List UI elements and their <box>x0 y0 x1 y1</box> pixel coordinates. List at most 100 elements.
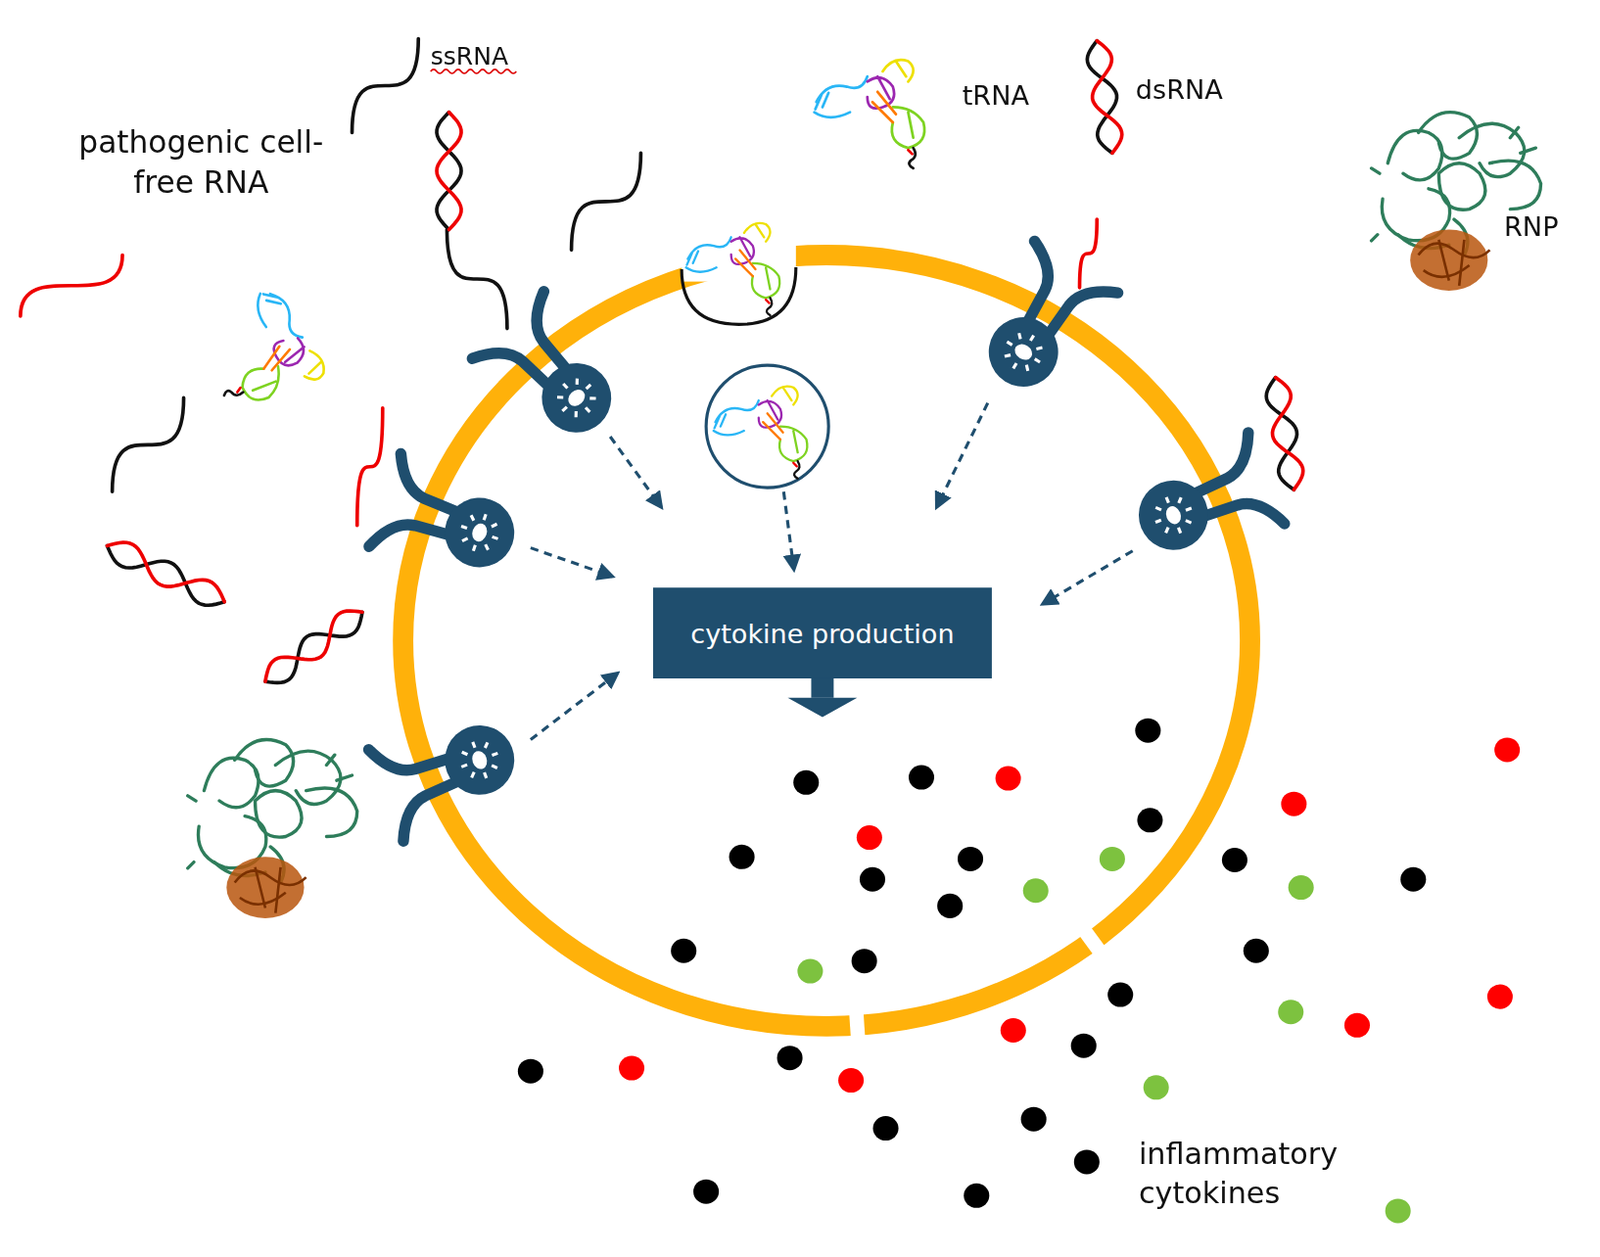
signal-ray <box>1185 508 1192 511</box>
cytokine <box>1280 792 1307 817</box>
rna-ribbon <box>1418 112 1478 160</box>
signal-ray <box>1013 363 1017 369</box>
membrane-gap <box>1081 926 1103 956</box>
cytokine <box>1136 807 1163 833</box>
protein <box>226 856 304 919</box>
signal-ray <box>1035 359 1040 363</box>
text-label: ssRNA <box>430 41 509 74</box>
cytokine <box>729 845 755 870</box>
rna-ribbon <box>188 754 353 869</box>
cytokine <box>797 959 823 985</box>
trna-stem <box>223 388 244 398</box>
text-label: RNP <box>1504 210 1558 245</box>
signal-ray <box>1155 519 1162 522</box>
text-label: inflammatory cytokines <box>1138 1135 1405 1214</box>
text-label: dsRNA <box>1135 73 1224 108</box>
cytokine <box>1288 875 1315 900</box>
dsrna-strand <box>106 542 225 603</box>
ssrna-strand <box>352 39 420 134</box>
cytokine <box>963 1183 989 1209</box>
dsrna-strand <box>436 112 462 231</box>
protein-fold <box>255 867 282 914</box>
box-text: cytokine production <box>690 617 954 649</box>
dsrna-strand <box>1271 377 1303 491</box>
cytokine <box>1023 878 1049 903</box>
signal-ray <box>1024 365 1031 372</box>
cytokine <box>1385 1198 1412 1224</box>
signal-ray <box>461 526 468 529</box>
trna-stem <box>713 400 759 435</box>
cytokine <box>856 825 883 850</box>
trna-stem <box>793 463 798 468</box>
trna-stem <box>765 299 770 304</box>
cytokine <box>1494 737 1520 762</box>
ssrna-strand <box>1080 219 1098 288</box>
cytokine <box>873 1116 899 1141</box>
cytokine <box>1099 847 1126 872</box>
signal-ray <box>1177 527 1180 534</box>
cytokine <box>1000 1018 1027 1043</box>
signal-ray <box>470 515 476 521</box>
cytokine <box>1400 867 1426 893</box>
ssrna-strand <box>112 397 185 492</box>
trna-structure <box>686 223 781 316</box>
trna-stem <box>686 236 732 272</box>
trna-stem <box>867 76 895 109</box>
text-label: pathogenic cell-free RNA <box>63 122 339 202</box>
signal-ray <box>491 763 498 770</box>
receptor <box>369 702 530 842</box>
receptor-domain <box>975 304 1072 401</box>
protein-fold <box>1438 239 1464 286</box>
endosome <box>705 365 829 488</box>
signal-ray <box>586 384 592 389</box>
signal-ray <box>1176 497 1183 504</box>
signal-ray <box>1006 341 1012 345</box>
trna-structure <box>814 59 926 169</box>
receptor <box>963 240 1119 408</box>
trna-stem <box>908 147 915 169</box>
signal-ray <box>573 378 580 385</box>
signal-ray <box>470 772 476 779</box>
rna-ribbon <box>203 757 259 807</box>
trna-stem <box>907 149 912 154</box>
signal-ray <box>462 536 469 543</box>
trna-stem <box>731 236 754 265</box>
signal-core <box>564 386 589 410</box>
trna-stem <box>872 92 896 123</box>
trna-stem <box>260 344 293 373</box>
receptor-domain <box>1128 470 1219 561</box>
signal-ray <box>462 751 469 757</box>
cytokine <box>1134 718 1161 744</box>
cytokine <box>1143 1075 1170 1100</box>
signal-ray <box>484 772 487 779</box>
cytokine <box>1107 983 1133 1008</box>
dsrna-strand <box>106 546 225 607</box>
trna-stem <box>766 297 772 316</box>
ssrna-strand <box>571 152 642 250</box>
signal-ray <box>563 383 567 389</box>
signal-ray <box>1155 506 1162 513</box>
trna-stem <box>255 287 303 345</box>
text-label: tRNA <box>962 79 1030 114</box>
signal-ray <box>492 536 499 539</box>
signal-core <box>1011 340 1036 363</box>
rna-ribbon <box>1387 130 1443 180</box>
trna-stem <box>758 400 782 428</box>
cytokine <box>1277 999 1304 1025</box>
rna-ribbon <box>306 788 358 837</box>
trna-stem <box>300 348 327 381</box>
cytokine <box>908 765 935 791</box>
cytokine <box>1074 1149 1100 1175</box>
process-box: cytokine production <box>653 587 992 679</box>
receptor <box>471 291 636 458</box>
signal-arrows <box>530 403 1133 741</box>
protein <box>1410 229 1488 291</box>
cytokine <box>618 1056 645 1082</box>
receptor <box>369 454 529 591</box>
trna-stem <box>814 76 868 118</box>
trna-structure <box>713 386 808 479</box>
cytokine <box>1487 985 1513 1010</box>
cytokine <box>1222 847 1248 873</box>
receptor-domain <box>527 348 626 447</box>
signal-ray <box>1166 497 1169 504</box>
